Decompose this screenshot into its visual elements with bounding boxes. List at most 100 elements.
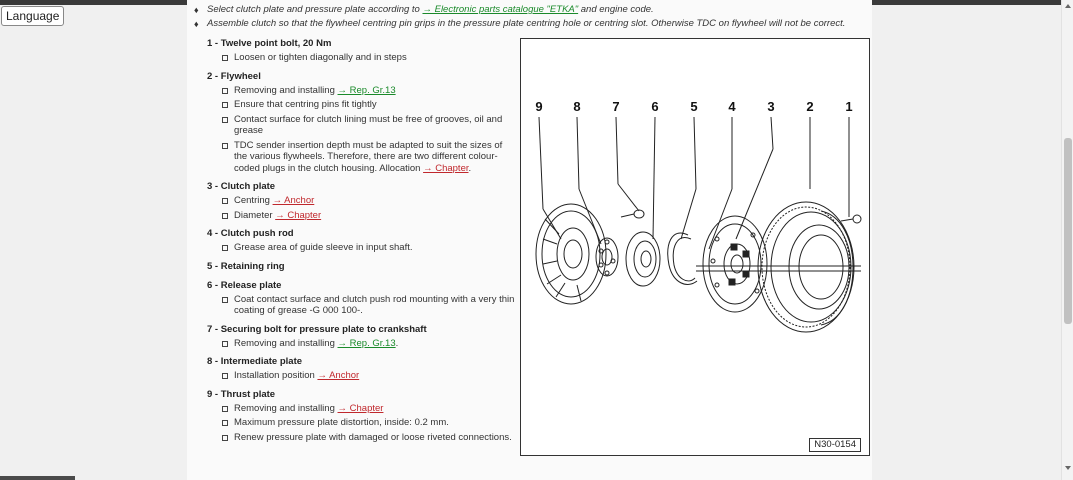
callout-4: 4	[728, 99, 736, 114]
callout-9: 9	[535, 99, 543, 114]
list-item-text: Grease area of guide sleeve in input sha…	[234, 242, 413, 253]
reference-link[interactable]: → Rep. Gr.13	[337, 337, 396, 349]
vertical-scrollbar[interactable]	[1061, 0, 1073, 480]
list-item: Removing and installing → Rep. Gr.13.	[207, 338, 517, 350]
reference-link[interactable]: → Chapter	[423, 162, 469, 174]
part-section: 7 - Securing bolt for pressure plate to …	[207, 323, 517, 350]
callout-6: 6	[651, 99, 659, 114]
language-button[interactable]: Language	[1, 6, 65, 26]
list-item: Ensure that centring pins fit tightly	[207, 99, 517, 111]
list-item-text: Centring	[234, 195, 273, 206]
reference-link[interactable]: → Rep. Gr.13	[337, 84, 396, 96]
checkbox-bullet-icon	[222, 405, 228, 412]
parts-list: 1 - Twelve point bolt, 20 Nm Loosen or ti…	[207, 37, 517, 449]
checkbox-bullet-icon	[222, 142, 228, 149]
scroll-down-arrow-icon[interactable]	[1065, 466, 1071, 470]
part-section: 5 - Retaining ring	[207, 260, 517, 273]
bullet-diamond-icon: ♦	[194, 19, 199, 29]
checkbox-bullet-icon	[222, 245, 228, 251]
scroll-up-arrow-icon[interactable]	[1065, 4, 1071, 8]
part-title: 7 - Securing bolt for pressure plate to …	[207, 323, 427, 335]
etka-link[interactable]: → Electronic parts catalogue "ETKA"	[422, 4, 579, 15]
list-item-text: Diameter	[234, 209, 276, 221]
reference-link[interactable]: → Chapter	[275, 209, 322, 221]
part-title: 2 - Flywheel	[207, 70, 261, 82]
scrollbar-thumb[interactable]	[1064, 138, 1072, 324]
intro-bullets: ♦ Select clutch plate and pressure plate…	[187, 3, 872, 31]
list-item-text: TDC sender insertion depth must be adapt…	[234, 139, 503, 174]
list-item-text: Removing and installing	[234, 337, 338, 349]
checkbox-bullet-icon	[222, 212, 228, 219]
bullet-text: Assemble clutch so that the flywheel cen…	[207, 18, 846, 29]
checkbox-bullet-icon	[222, 340, 228, 347]
part-title: 8 - Intermediate plate	[207, 356, 303, 367]
figure-reference-label: N30-0154	[809, 438, 861, 452]
list-item-text: Removing and installing	[234, 402, 338, 414]
reference-link[interactable]: → Anchor	[272, 195, 315, 206]
list-item-text: Maximum pressure plate distortion, insid…	[234, 417, 449, 428]
reference-link[interactable]: → Chapter	[337, 402, 384, 414]
intro-bullet: ♦ Assemble clutch so that the flywheel c…	[187, 17, 872, 31]
callout-5: 5	[690, 99, 698, 114]
part-title: 3 - Clutch plate	[207, 181, 276, 192]
callout-3: 3	[767, 99, 775, 114]
checkbox-bullet-icon	[222, 373, 228, 379]
list-item: Centring → Anchor	[207, 195, 517, 207]
callout-1: 1	[845, 99, 853, 114]
bullet-text: and engine code.	[578, 4, 654, 15]
intro-bullet: ♦ Select clutch plate and pressure plate…	[187, 3, 872, 17]
checkbox-bullet-icon	[222, 87, 228, 94]
bullet-diamond-icon: ♦	[194, 5, 199, 15]
list-item: Removing and installing → Rep. Gr.13	[207, 85, 517, 97]
clutch-exploded-drawing	[535, 116, 862, 333]
checkbox-bullet-icon	[222, 198, 228, 204]
list-item-text: Renew pressure plate with damaged or loo…	[234, 431, 512, 443]
exploded-view-figure: 9 8 7 6 5 4 3 2 1 N30-0154	[520, 38, 870, 456]
checkbox-bullet-icon	[222, 420, 228, 426]
list-item: Maximum pressure plate distortion, insid…	[207, 417, 517, 429]
callout-2: 2	[806, 99, 814, 114]
language-button-label: Language	[6, 9, 60, 23]
list-item-text: Contact surface for clutch lining must b…	[234, 113, 503, 137]
part-title: 6 - Release plate	[207, 279, 282, 291]
callout-7: 7	[612, 99, 620, 114]
list-item-text: Coat contact surface and clutch push rod…	[234, 293, 515, 317]
document-content: ♦ Select clutch plate and pressure plate…	[187, 0, 872, 480]
list-item: Coat contact surface and clutch push rod…	[207, 294, 517, 317]
list-item-text: Removing and installing	[234, 84, 338, 96]
list-item-suffix: .	[395, 337, 399, 349]
checkbox-bullet-icon	[222, 434, 228, 441]
list-item-text: Installation position	[234, 370, 318, 381]
part-title: 9 - Thrust plate	[207, 388, 276, 400]
list-item: Grease area of guide sleeve in input sha…	[207, 242, 517, 254]
list-item: TDC sender insertion depth must be adapt…	[207, 140, 517, 175]
list-item: Loosen or tighten diagonally and in step…	[207, 52, 517, 64]
list-item: Diameter → Chapter	[207, 210, 517, 222]
list-item-text: Loosen or tighten diagonally and in step…	[234, 52, 407, 63]
part-title: 5 - Retaining ring	[207, 260, 285, 272]
list-item-text: Ensure that centring pins fit tightly	[234, 99, 377, 110]
callout-8: 8	[573, 99, 581, 114]
caret-up-icon	[11, 8, 19, 13]
list-item: Contact surface for clutch lining must b…	[207, 114, 517, 137]
checkbox-bullet-icon	[222, 102, 228, 108]
checkbox-bullet-icon	[222, 55, 228, 61]
part-title: 1 - Twelve point bolt, 20 Nm	[207, 38, 332, 49]
bullet-text: Select clutch plate and pressure plate a…	[207, 4, 423, 15]
list-item: Removing and installing → Chapter	[207, 403, 517, 415]
part-section: 1 - Twelve point bolt, 20 Nm Loosen or ti…	[207, 37, 517, 64]
checkbox-bullet-icon	[222, 116, 228, 123]
bottom-strip	[0, 476, 75, 480]
checkbox-bullet-icon	[222, 296, 228, 303]
part-title: 4 - Clutch push rod	[207, 228, 294, 239]
reference-link[interactable]: → Anchor	[317, 370, 360, 381]
list-item: Installation position → Anchor	[207, 370, 517, 382]
list-item-suffix: .	[468, 162, 472, 174]
list-item: Renew pressure plate with damaged or loo…	[207, 432, 517, 444]
